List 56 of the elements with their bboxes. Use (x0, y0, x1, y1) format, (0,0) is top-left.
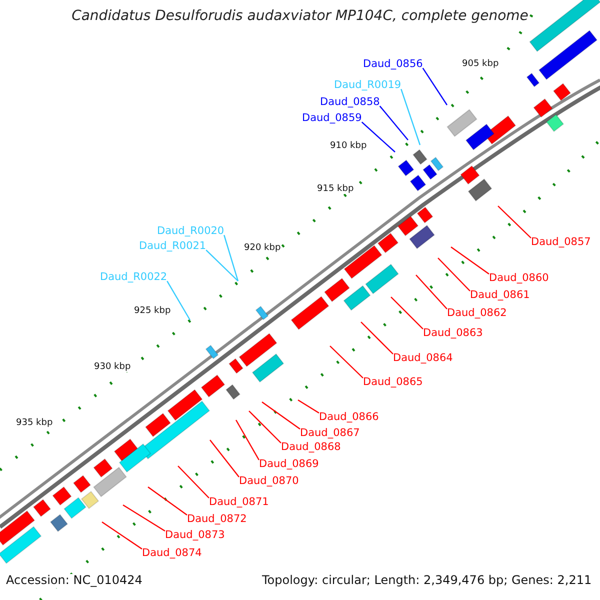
leader-line (224, 234, 239, 282)
leader-line (148, 486, 188, 516)
leader-line (438, 258, 470, 292)
footer-text: Topology: circular; Length: 2,349,476 bp; Genes: 2,211 (262, 574, 592, 588)
leader-line (416, 274, 448, 310)
leader-line (262, 402, 300, 430)
scale-label: 905 kbp (462, 59, 499, 70)
gene-label: Daud_0869 (259, 458, 319, 470)
leader-line (206, 250, 238, 282)
gene-label: Daud_0861 (470, 289, 530, 302)
scale-label: 915 kbp (317, 184, 354, 194)
scale-label: 920 kbp (244, 243, 281, 254)
gene-label: Daud_0862 (447, 307, 507, 320)
leader-line (360, 322, 394, 354)
gene-label: Daud_0870 (239, 475, 299, 488)
leader-line (178, 466, 210, 498)
scale-label: 910 kbp (330, 141, 367, 152)
gene-label: Daud_0860 (489, 272, 549, 284)
gene-label: Daud_R0019 (334, 79, 402, 92)
leader-line (298, 399, 320, 414)
leader-line (390, 296, 424, 330)
leader-line (102, 522, 142, 550)
leader-line (361, 122, 396, 152)
gene-label: Daud_0868 (281, 441, 341, 454)
gene-label: Daud_R0021 (139, 240, 206, 252)
leader-line (422, 68, 448, 106)
gene-label: Daud_R0022 (100, 271, 168, 284)
leader-line (400, 88, 421, 146)
gene-label: Daud_0856 (363, 58, 423, 70)
gene-label: Daud_0871 (209, 496, 269, 508)
scale-label: 935 kbp (16, 418, 53, 428)
gene-label: Daud_0863 (423, 327, 483, 340)
gene-label: Daud_0872 (187, 513, 247, 526)
gene-label: Daud_0867 (300, 427, 360, 440)
scale-label: 925 kbp (134, 306, 171, 316)
title: Candidatus Desulforudis audaxviator MP104C, complete genome (70, 8, 530, 24)
leader-line (498, 206, 532, 238)
leader-line (235, 420, 260, 460)
leader-line (450, 246, 490, 274)
footer-text: Accession: NC_010424 (6, 574, 142, 588)
leader-line (166, 280, 191, 320)
gene-label: Daud_0866 (319, 411, 379, 424)
gene-label: Daud_0865 (363, 376, 423, 388)
leader-line (210, 440, 240, 478)
gene-label: Daud_0874 (142, 547, 202, 560)
gene-label: Daud_0864 (393, 352, 453, 364)
leader-line (248, 410, 282, 444)
gene-label: Daud_0857 (531, 236, 591, 248)
leader-line (330, 346, 364, 378)
gene-label: Daud_R0020 (157, 225, 224, 238)
gene-label: Daud_0873 (165, 529, 225, 542)
leader-line (122, 504, 166, 532)
gene-label: Daud_0859 (302, 112, 362, 124)
leader-line (379, 106, 408, 140)
gene-label: Daud_0858 (320, 96, 380, 108)
scale-label: 930 kbp (94, 362, 131, 372)
